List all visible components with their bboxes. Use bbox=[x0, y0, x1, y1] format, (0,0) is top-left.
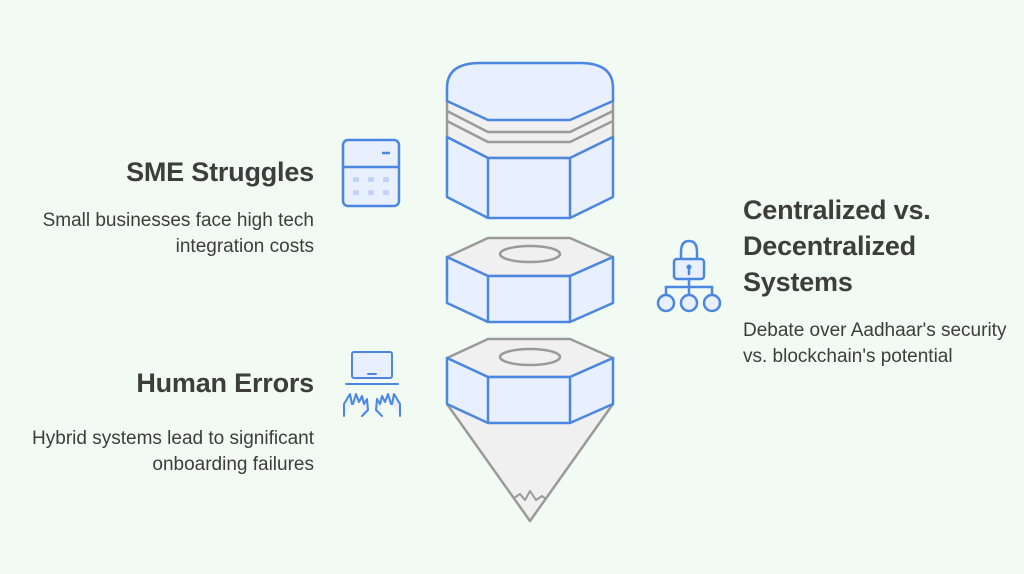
middle-nut-segment bbox=[445, 236, 615, 324]
sme-struggles-title: SME Struggles bbox=[126, 157, 314, 187]
lock-network-icon bbox=[656, 239, 722, 313]
bottom-tip-segment bbox=[445, 337, 615, 523]
sme-struggles-description: Small businesses face high tech integrat… bbox=[42, 210, 314, 257]
human-errors-description: Hybrid systems lead to significant onboa… bbox=[32, 428, 314, 475]
centralized-systems-description: Debate over Aadhaar's security vs. block… bbox=[743, 320, 1007, 367]
calculator-icon bbox=[341, 138, 401, 208]
human-errors-title: Human Errors bbox=[136, 368, 314, 398]
laptop-hands-icon bbox=[343, 351, 401, 417]
top-cap-segment bbox=[445, 61, 615, 220]
centralized-systems-title: Centralized vs. Decentralized Systems bbox=[743, 195, 931, 297]
